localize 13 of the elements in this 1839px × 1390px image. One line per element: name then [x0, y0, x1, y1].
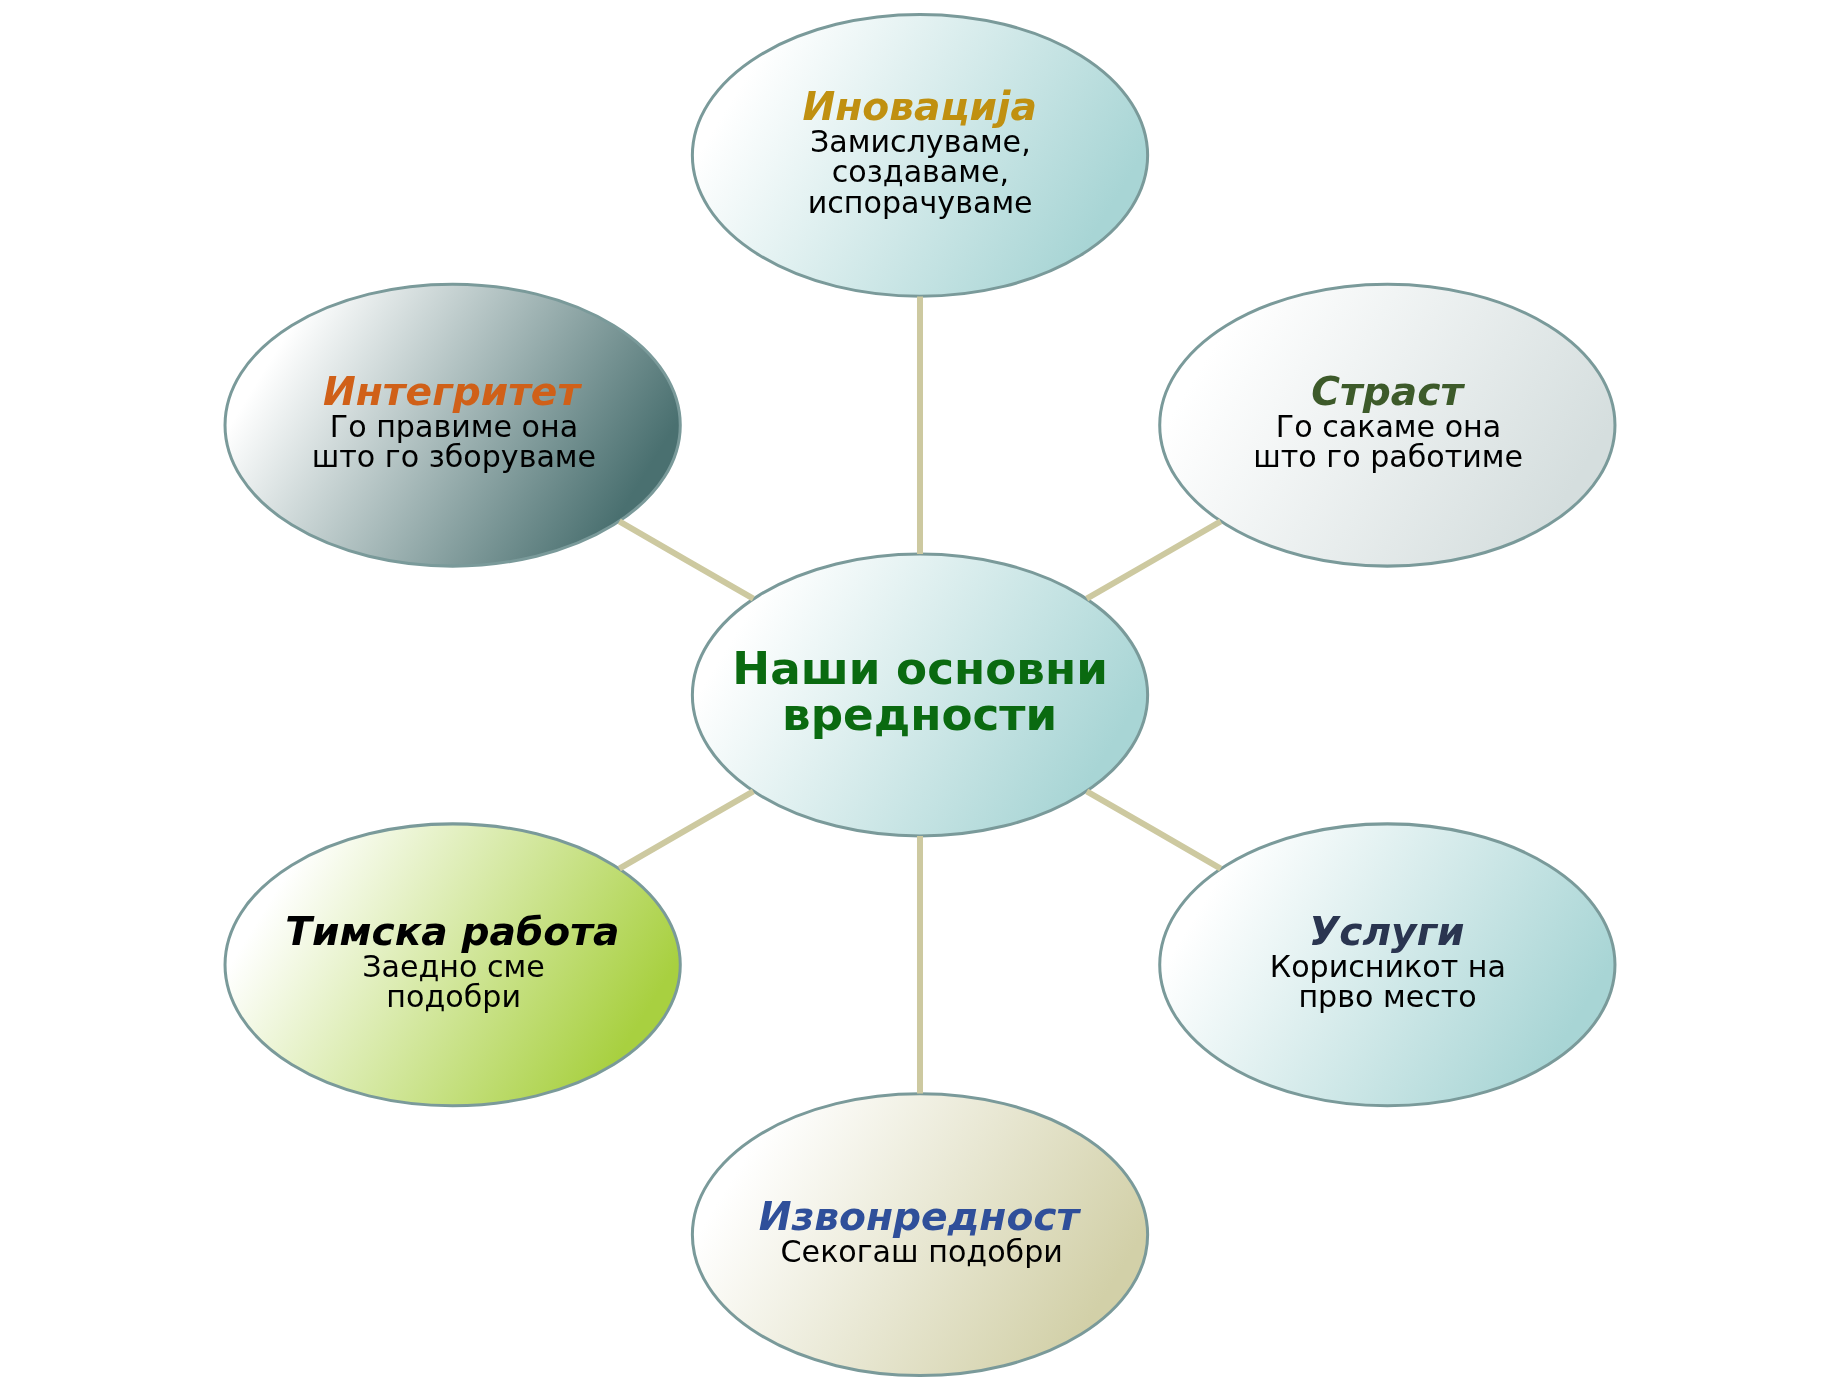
connector: [1084, 518, 1222, 602]
node-ellipse: Интегритет Го правиме она што го зборуваме: [223, 282, 682, 568]
connector: [916, 296, 923, 554]
connector: [916, 836, 923, 1094]
connector: [617, 518, 755, 602]
node-ellipse: Иновација Замислуваме, создаваме, испорачуваме: [690, 12, 1149, 298]
node-ellipse: Извонредност Секогаш подобри: [690, 1092, 1149, 1378]
node-ellipse: Услуги Корисникот на прво место: [1157, 822, 1616, 1108]
connector: [1084, 788, 1222, 872]
node-ellipse: Тимска работа Заедно сме подобри: [223, 822, 682, 1108]
node-ellipse: Страст Го сакаме она што го работиме: [1157, 282, 1616, 568]
node-ellipse: Наши основни вредности: [690, 552, 1149, 838]
connector: [617, 788, 755, 872]
